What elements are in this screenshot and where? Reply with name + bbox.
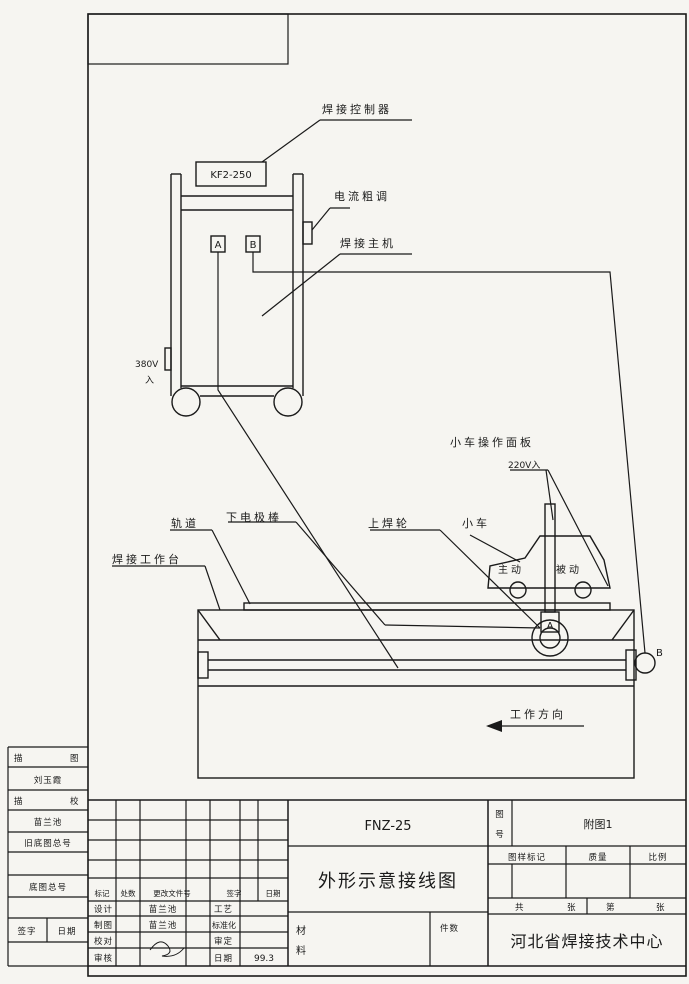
stage-mark: 图样标记: [508, 852, 546, 863]
label-current-adjust: 电流粗调: [334, 189, 390, 203]
sheets-label-2: 张: [656, 903, 666, 913]
rail: [243, 602, 611, 611]
rev-header-doc: 更改文件号: [153, 888, 191, 898]
label-input-220: 220V入: [508, 460, 540, 471]
label-main-unit: 焊接主机: [340, 236, 396, 250]
left-draw-label-2: 图: [70, 754, 80, 764]
label-end-terminal-b: B: [656, 648, 663, 659]
label-upper-wheel: 上焊轮: [368, 516, 410, 530]
organization: 河北省焊接技术中心: [510, 932, 663, 951]
label-terminal-a: A: [215, 240, 222, 251]
welding-arm: [544, 503, 556, 613]
left-base-drawing-no: 底图总号: [29, 882, 67, 893]
terminal-b-end: [634, 652, 656, 674]
label-cart: 小车: [462, 516, 490, 530]
rev-header-sign: 签字: [227, 888, 242, 898]
label-cart-panel: 小车操作面板: [450, 435, 534, 449]
audit-label: 审核: [94, 953, 113, 964]
label-terminal-b: B: [250, 240, 257, 251]
drawing-no-label-2: 号: [495, 830, 505, 840]
left-date: 日期: [57, 927, 76, 937]
title-drawing-name: 外形示意接线图: [318, 871, 458, 892]
label-lower-electrode: 下电极棒: [226, 510, 282, 524]
designer: 苗兰池: [149, 904, 178, 915]
label-controller: 焊接控制器: [322, 102, 392, 116]
rear-wheel: [273, 387, 303, 417]
title-block-grid: [8, 766, 686, 967]
welding-main-unit: [164, 161, 313, 417]
date-value: 99.3: [254, 954, 274, 964]
welding-cart: [487, 503, 611, 657]
count-label: 件数: [440, 923, 459, 934]
drafter: 苗兰池: [149, 920, 178, 931]
material-label-2: 料: [296, 944, 306, 957]
left-drawer: 刘玉霞: [34, 775, 63, 786]
label-workbench: 焊接工作台: [112, 552, 182, 566]
rev-header-date: 日期: [266, 889, 281, 898]
rev-header-mark: 标记: [95, 888, 110, 898]
front-wheel: [171, 387, 201, 417]
date-label: 日期: [214, 954, 233, 964]
sheet-no-label: 第: [606, 902, 616, 913]
label-controller-model: KF2-250: [210, 170, 251, 181]
label-drive: 主动: [498, 564, 524, 576]
current-knob: [302, 221, 313, 245]
drafting-label: 制图: [94, 920, 113, 931]
review-label: 审定: [214, 936, 233, 947]
left-trace-label-2: 校: [70, 796, 80, 807]
scale: 比例: [648, 852, 667, 863]
process-label: 工艺: [214, 905, 233, 915]
label-driven: 被动: [556, 563, 582, 576]
sheets-label: 张: [567, 903, 577, 913]
design-label: 设计: [94, 904, 113, 915]
weight: 质量: [588, 852, 607, 863]
left-trace-label: 描: [14, 796, 24, 807]
label-input-380-in: 入: [145, 375, 154, 386]
wiring: [112, 119, 646, 727]
checker-signature: [149, 941, 185, 957]
label-work-direction: 工作方向: [510, 707, 566, 721]
left-sign: 签字: [17, 926, 36, 937]
material-label-1: 材: [296, 924, 306, 937]
standardization-label: 标准化: [212, 920, 236, 930]
check-label: 校对: [94, 936, 113, 947]
upper-welding-wheel: [531, 619, 569, 657]
driven-wheel: [574, 581, 592, 599]
left-tracer: 苗兰池: [34, 817, 63, 828]
power-inlet: [164, 347, 172, 371]
title-model: FNZ-25: [364, 819, 411, 834]
welding-workbench: [197, 602, 656, 779]
drawing-no-label-1: 图: [495, 810, 505, 820]
total-sheets-label: 共: [515, 903, 525, 913]
label-track: 轨道: [171, 516, 199, 530]
direction-arrow-icon: [486, 720, 502, 732]
drawing-frame: [7, 13, 687, 977]
drawing-no: 附图1: [584, 817, 613, 831]
left-draw-label: 描: [14, 753, 24, 764]
drive-wheel: [509, 581, 527, 599]
controller-box: [195, 161, 267, 187]
label-cart-terminal-a: A: [547, 621, 554, 632]
left-old-drawing-no: 旧底图总号: [24, 838, 72, 849]
rev-header-count: 处数: [121, 888, 136, 898]
label-input-380: 380V: [135, 360, 159, 370]
